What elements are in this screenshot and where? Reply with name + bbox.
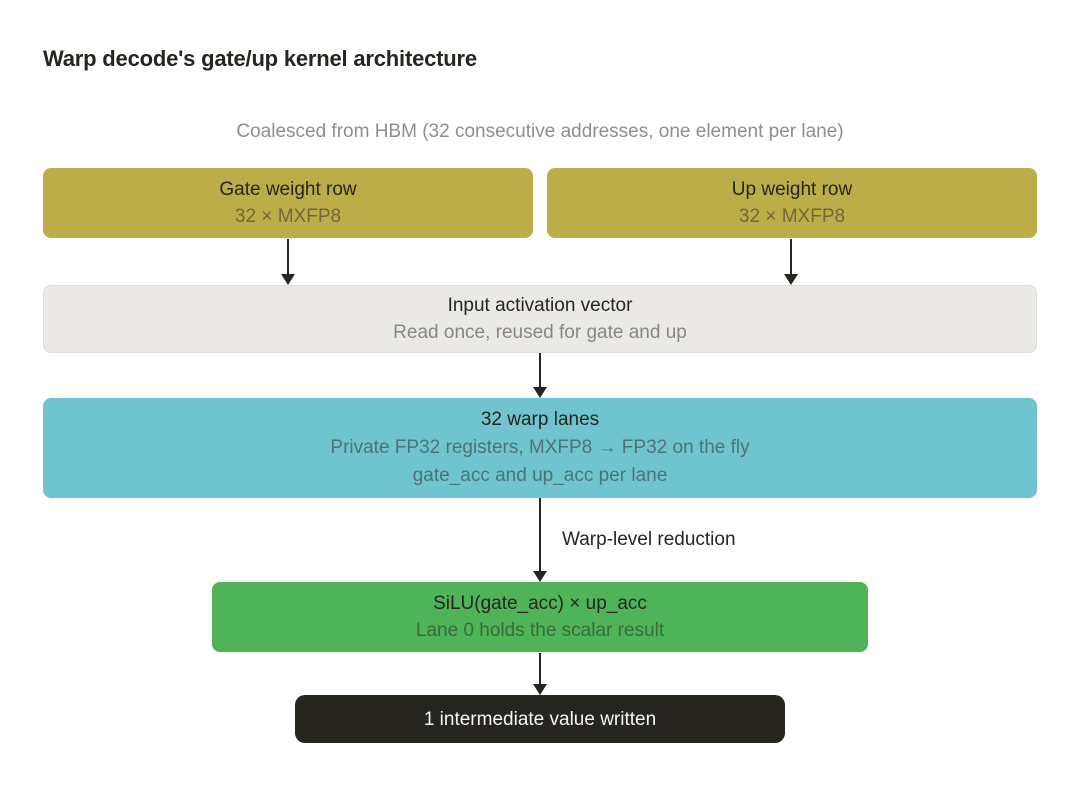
- warp-lanes-node: 32 warp lanes Private FP32 registers, MX…: [43, 398, 1037, 498]
- arrow-shaft: [287, 239, 289, 276]
- silu-result-node: SiLU(gate_acc) × up_acc Lane 0 holds the…: [212, 582, 868, 652]
- warp-lanes-line3: gate_acc and up_acc per lane: [412, 465, 668, 486]
- up-weight-row-node: Up weight row 32 × MXFP8: [547, 168, 1037, 238]
- output-value-node: 1 intermediate value written: [295, 695, 785, 743]
- arrow-head: [784, 274, 798, 285]
- silu-result-title: SiLU(gate_acc) × up_acc: [433, 593, 647, 614]
- input-activation-node: Input activation vector Read once, reuse…: [43, 285, 1037, 353]
- arrow-head: [533, 571, 547, 582]
- arrow-head: [281, 274, 295, 285]
- arrow-head: [533, 684, 547, 695]
- gate-weight-row-node: Gate weight row 32 × MXFP8: [43, 168, 533, 238]
- arrow-down-icon: [533, 653, 547, 695]
- page-title: Warp decode's gate/up kernel architectur…: [43, 46, 477, 71]
- arrow-head: [533, 387, 547, 398]
- arrow-down-icon: [281, 239, 295, 285]
- arrow-shaft: [539, 353, 541, 389]
- arrow-down-icon: [784, 239, 798, 285]
- gate-weight-row-title: Gate weight row: [219, 179, 357, 200]
- arrow-shaft: [539, 653, 541, 686]
- up-weight-row-title: Up weight row: [731, 179, 853, 200]
- up-weight-row-subtitle: 32 × MXFP8: [738, 206, 846, 227]
- input-activation-subtitle: Read once, reused for gate and up: [393, 322, 687, 343]
- warp-lanes-title: 32 warp lanes: [480, 409, 600, 430]
- arrow-down-icon: [533, 353, 547, 398]
- warp-reduction-edge-label: Warp-level reduction: [562, 529, 736, 550]
- output-value-title: 1 intermediate value written: [423, 708, 657, 730]
- gate-weight-row-subtitle: 32 × MXFP8: [234, 206, 342, 227]
- input-activation-title: Input activation vector: [447, 295, 633, 316]
- warp-lanes-line2: Private FP32 registers, MXFP8 → FP32 on …: [330, 437, 750, 458]
- arrow-down-icon: [533, 498, 547, 582]
- arrow-shaft: [539, 498, 541, 573]
- arrow-shaft: [790, 239, 792, 276]
- silu-result-subtitle: Lane 0 holds the scalar result: [415, 620, 665, 641]
- coalesced-caption: Coalesced from HBM (32 consecutive addre…: [236, 121, 844, 142]
